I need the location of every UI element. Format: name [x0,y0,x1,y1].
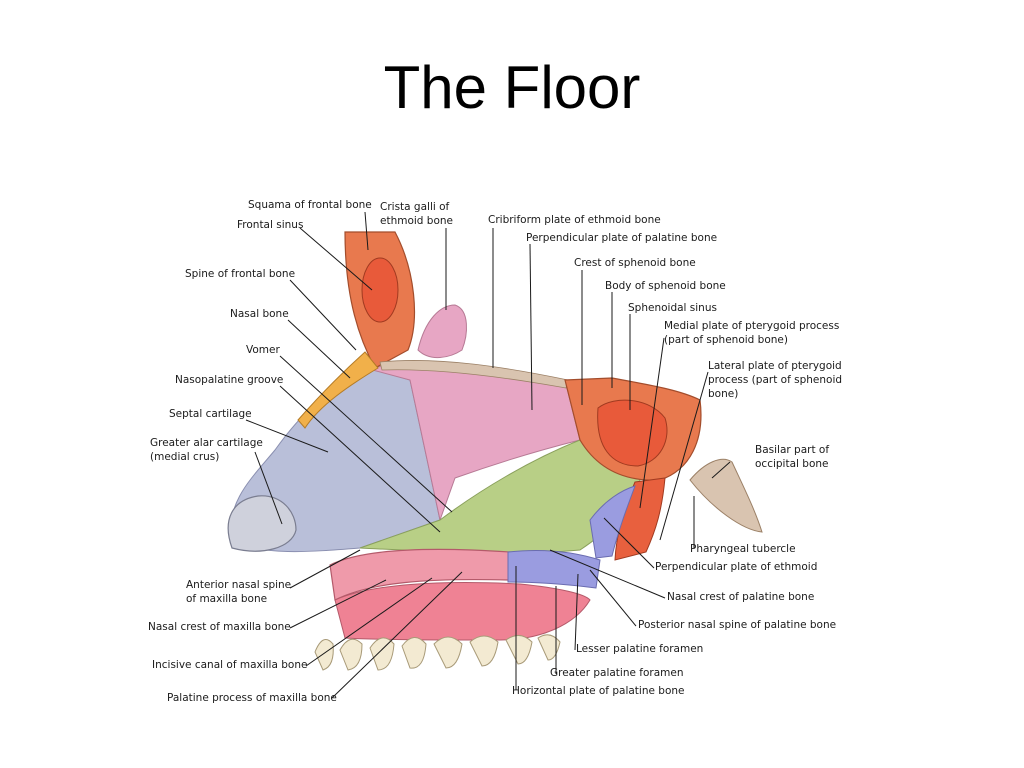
label-spine-frontal: Spine of frontal bone [185,268,296,280]
label-vomer: Vomer [246,344,280,356]
label-lesser-palatine-foramen: Lesser palatine foramen [576,643,704,655]
greater-alar-cartilage-region [227,495,297,552]
slide-title: The Floor [383,54,641,121]
sphenoidal-sinus-region [597,399,668,467]
frontal-sinus-region [361,257,399,323]
label-nasopalatine-groove: Nasopalatine groove [175,374,284,386]
label-body-sphenoid: Body of sphenoid bone [605,280,726,292]
label-sphenoidal-sinus: Sphenoidal sinus [628,302,717,314]
label-pharyngeal-tubercle: Pharyngeal tubercle [690,543,796,555]
nasal-bone-region [297,351,379,429]
basilar-occipital-region [689,458,763,533]
medial-pterygoid-blue-region [589,485,636,559]
label-crest-sphenoid: Crest of sphenoid bone [574,257,696,269]
label-cribriform-plate: Cribriform plate of ethmoid bone [488,214,661,226]
teeth-region [314,634,561,671]
label-nasal-bone: Nasal bone [230,308,289,320]
cribriform-plate-region [379,360,569,389]
label-nasal-crest-palatine: Nasal crest of palatine bone [667,591,815,603]
label-perpendicular-plate-ethmoid: Perpendicular plate of ethmoid [655,561,818,573]
label-frontal-sinus: Frontal sinus [237,219,304,231]
label-greater-palatine-foramen: Greater palatine foramen [550,667,684,679]
label-horizontal-plate-palatine: Horizontal plate of palatine bone [512,685,685,697]
label-perpendicular-plate-palatine: Perpendicular plate of palatine bone [526,232,718,244]
label-medial-pterygoid: Medial plate of pterygoid process(part o… [664,320,840,346]
label-septal-cartilage: Septal cartilage [169,408,252,420]
label-greater-alar-cartilage: Greater alar cartilage(medial crus) [150,437,263,463]
label-posterior-nasal-spine: Posterior nasal spine of palatine bone [638,619,837,631]
leader-lines [245,211,731,699]
horizontal-plate-palatine-region [507,549,601,589]
crista-galli-region [417,304,467,358]
label-squama-frontal: Squama of frontal bone [248,199,372,211]
oral-mucosa-region [334,582,591,641]
label-nasal-crest-maxilla: Nasal crest of maxilla bone [148,621,291,633]
label-palatine-process: Palatine process of maxilla bone [167,692,337,704]
label-incisive-canal: Incisive canal of maxilla bone [152,659,308,671]
